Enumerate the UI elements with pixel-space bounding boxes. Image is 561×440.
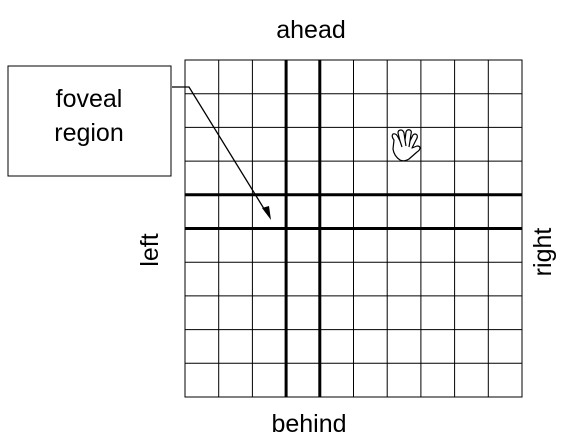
callout-line-2: region (54, 119, 124, 147)
label-ahead: ahead (276, 16, 346, 44)
hand-icon (391, 129, 421, 162)
grid-border (184, 59, 523, 398)
callout-leader-line (172, 86, 267, 213)
label-behind: behind (271, 410, 346, 438)
callout-arrowhead (262, 206, 271, 220)
callout-line-1: foveal (56, 85, 123, 113)
label-right: right (529, 228, 557, 277)
grid-thick-lines (185, 60, 522, 397)
foveal-region-box (7, 65, 172, 177)
label-left: left (136, 233, 164, 266)
